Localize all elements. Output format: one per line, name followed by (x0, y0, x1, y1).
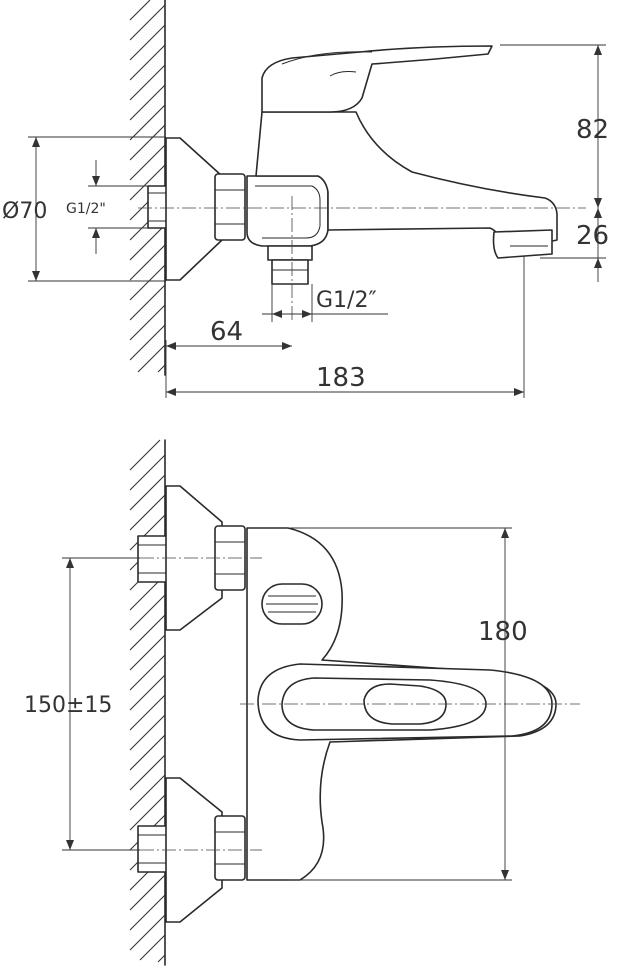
diverter-nut-side (271, 259, 309, 285)
label-height: 82 (576, 115, 609, 145)
label-thread-inlet: G1/2" (66, 201, 106, 217)
inlet-pipe-lower (137, 825, 169, 873)
dimension-spout-drop (540, 208, 606, 282)
hex-nut-lower (214, 815, 246, 881)
label-depth-total: 183 (316, 363, 366, 393)
label-diameter: Ø70 (2, 199, 47, 224)
hex-nut-side (214, 173, 246, 241)
diverter-outlet-side (267, 245, 313, 261)
dimension-height (500, 44, 606, 208)
label-width: 180 (478, 617, 528, 647)
top-view: 180 150±15 (24, 439, 580, 966)
aerator-side (492, 229, 553, 259)
inlet-pipe-side (147, 185, 169, 229)
dimension-depth-inlet (166, 342, 292, 350)
label-thread-outlet: G1/2″ (316, 288, 377, 313)
side-view: Ø70 G1/2" 82 26 (2, 0, 609, 398)
dimension-thread-inlet (88, 160, 148, 254)
dimension-diameter (28, 136, 166, 282)
dimension-thread-outlet (262, 284, 388, 322)
wall-hatching-top (129, 439, 166, 963)
inlet-pipe-upper (137, 535, 169, 583)
dimension-width (290, 527, 512, 881)
label-inlet-spacing: 150±15 (24, 693, 112, 718)
label-spout-drop: 26 (576, 221, 609, 251)
dimension-inlet-spacing (62, 557, 140, 851)
spout-side (255, 111, 558, 249)
diverter-knob-top (261, 583, 323, 625)
wall-top (129, 439, 166, 966)
handle-lever-side (261, 45, 493, 113)
dimension-depth-total (165, 256, 525, 398)
wall-flange-side (165, 137, 223, 281)
label-depth-inlet: 64 (210, 317, 243, 347)
